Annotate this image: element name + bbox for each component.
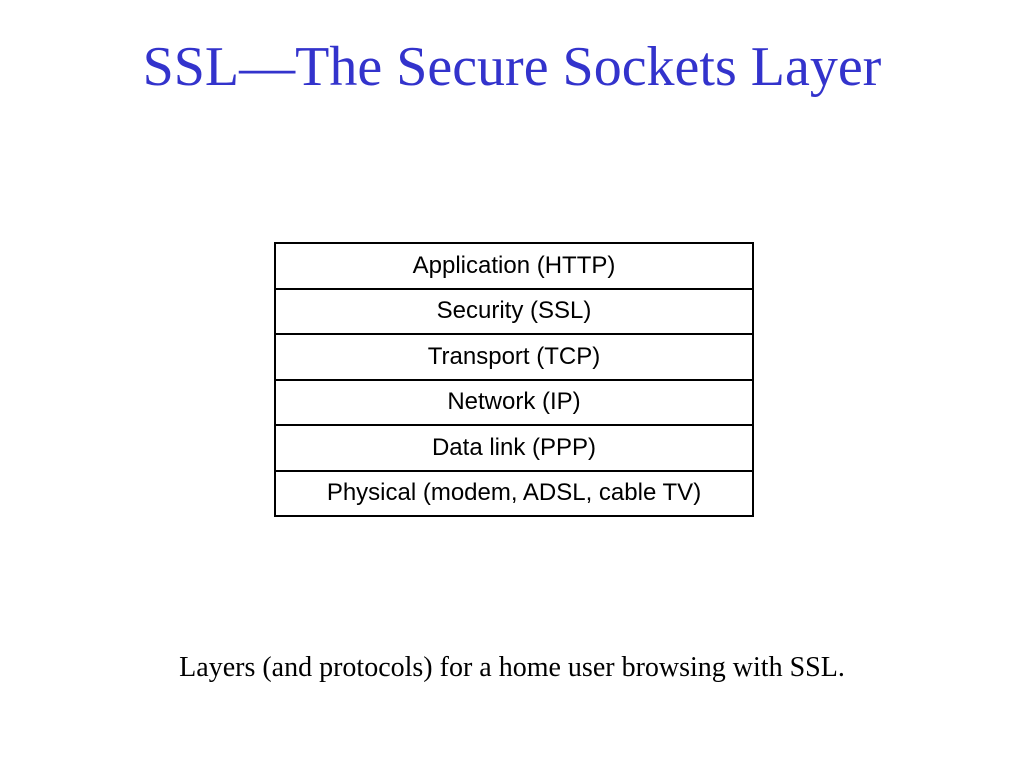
slide-caption: Layers (and protocols) for a home user b… xyxy=(179,652,845,683)
layer-security: Security (SSL) xyxy=(276,287,752,334)
layer-data-link: Data link (PPP) xyxy=(276,424,752,470)
layer-transport: Transport (TCP) xyxy=(276,333,752,379)
layer-physical: Physical (modem, ADSL, cable TV) xyxy=(276,469,752,516)
layer-network: Network (IP) xyxy=(276,378,752,425)
protocol-layer-stack: Application (HTTP) Security (SSL) Transp… xyxy=(274,242,754,517)
slide-title: SSL—The Secure Sockets Layer xyxy=(142,36,882,98)
layer-application: Application (HTTP) xyxy=(412,251,616,279)
